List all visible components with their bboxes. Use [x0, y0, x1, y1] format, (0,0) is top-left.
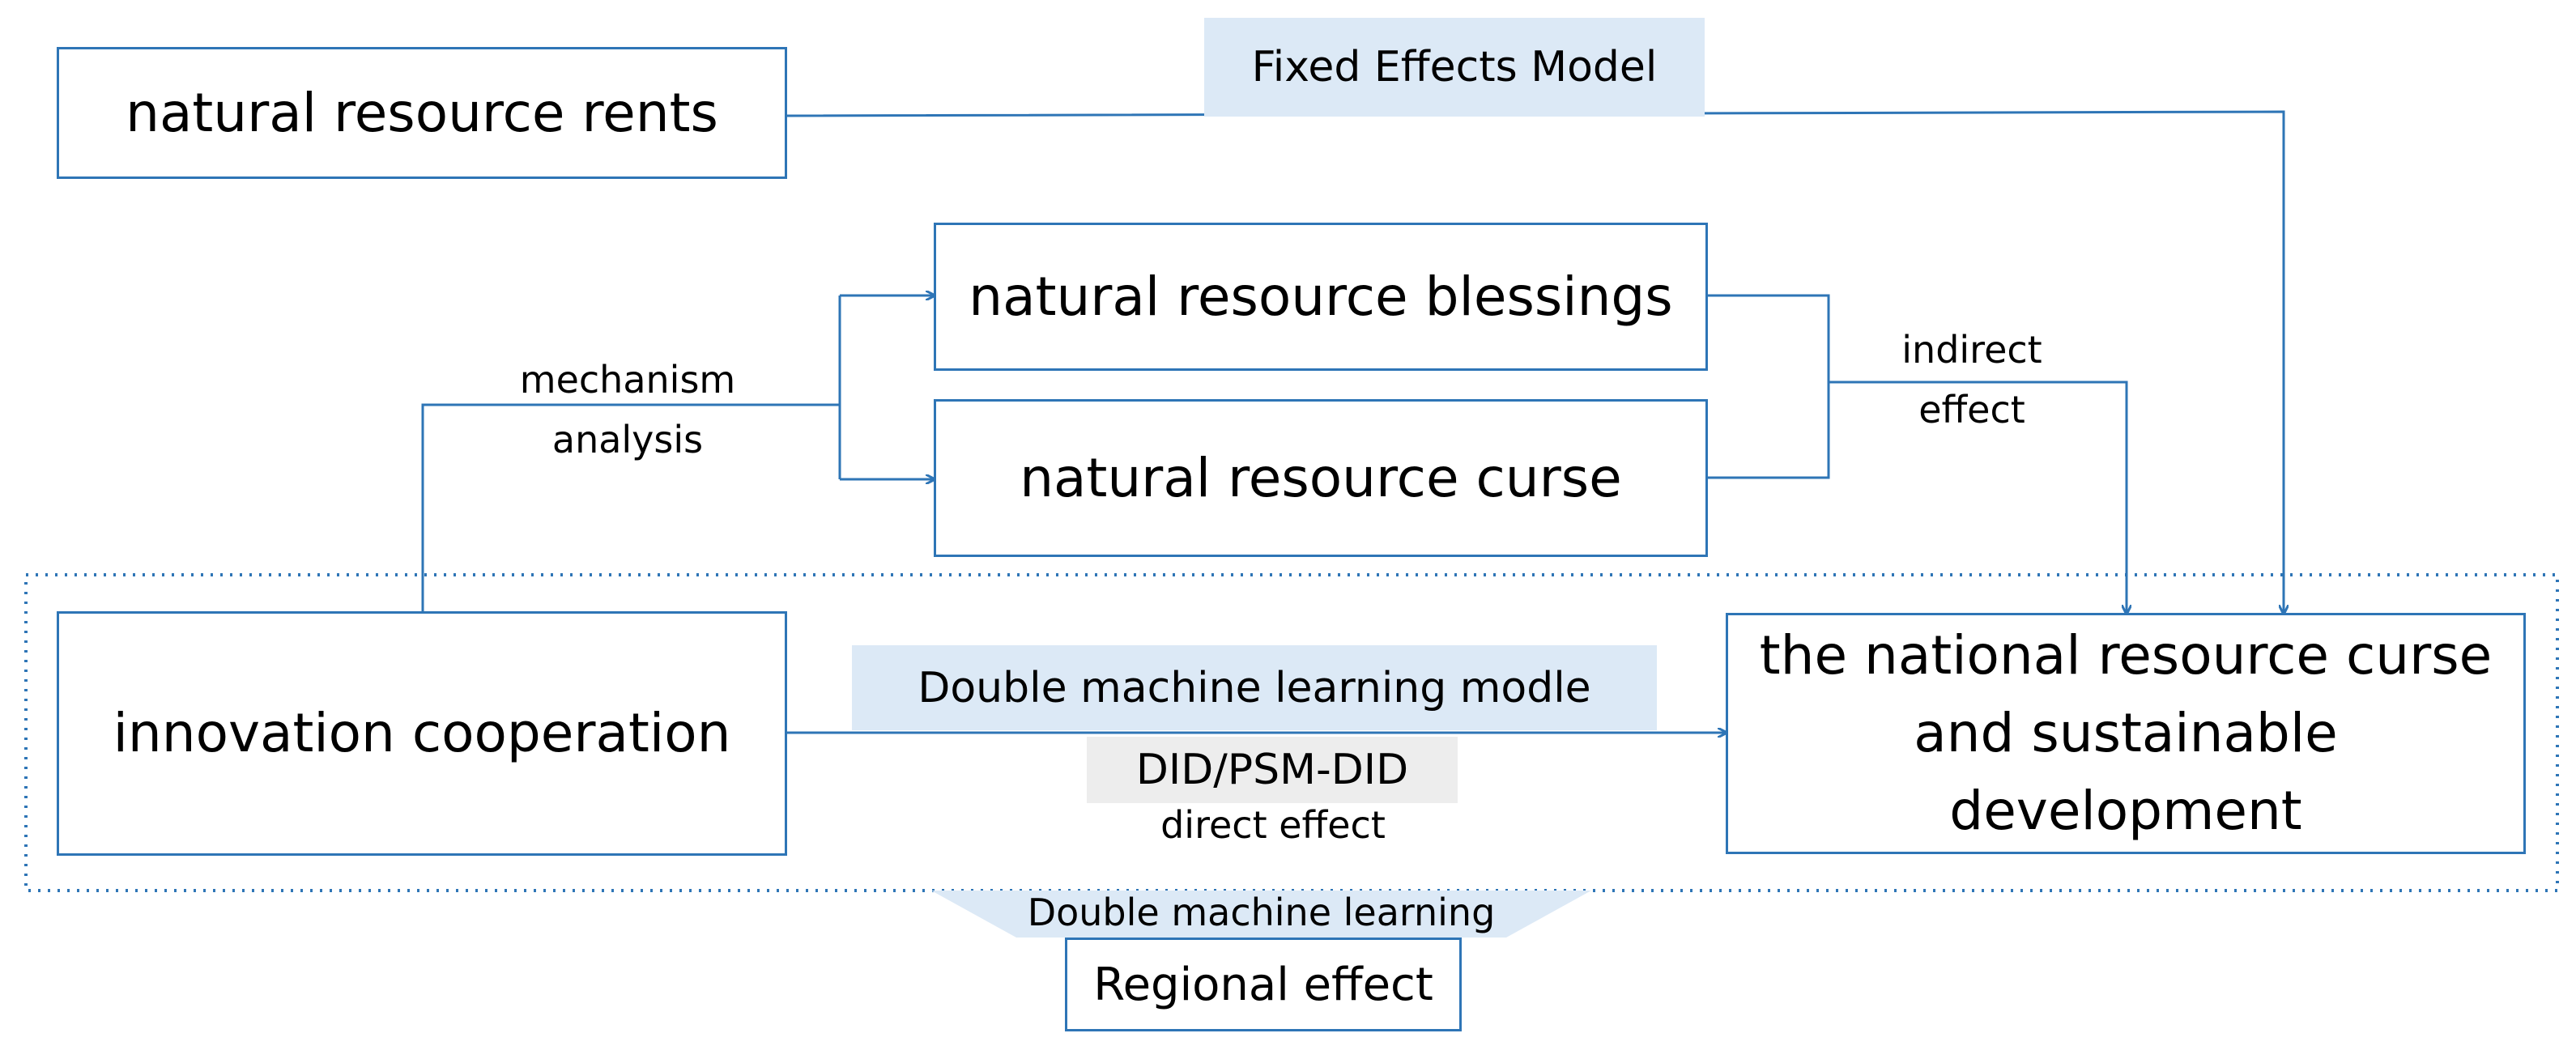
innovation-box: innovation cooperation	[57, 611, 787, 856]
outcome-line-1: the national resource curse	[1759, 624, 2493, 687]
did-tag: DID/PSM-DID	[1087, 737, 1458, 803]
indirect-arrow	[1829, 381, 2127, 613]
blessings-box: natural resource blessings	[934, 223, 1708, 371]
did-label: DID/PSM-DID	[1135, 746, 1409, 794]
fixed-effects-label: Fixed Effects Model	[1251, 43, 1658, 91]
rents-label: natural resource rents	[126, 81, 718, 144]
curse-box: natural resource curse	[934, 399, 1708, 557]
blessings-label: natural resource blessings	[969, 265, 1673, 328]
indirect-effect-label: indirect effect	[1834, 320, 2110, 440]
dml-model-label: Double machine learning modle	[918, 663, 1591, 712]
regional-label: Regional effect	[1093, 958, 1433, 1011]
mechanism-line-1: mechanism	[519, 358, 736, 402]
dml-model-tag: Double machine learning modle	[852, 645, 1657, 730]
mechanism-analysis-label: mechanism analysis	[466, 350, 790, 470]
outcome-line-3: development	[1949, 779, 2302, 842]
outcome-line-2: and sustainable	[1914, 702, 2338, 765]
direct-effect-label: direct effect	[1160, 803, 1386, 847]
curse-label: natural resource curse	[1020, 446, 1622, 509]
mechanism-line-2: analysis	[551, 418, 704, 461]
dml-bottom-label: Double machine learning	[1027, 891, 1496, 934]
rents-box: natural resource rents	[57, 47, 787, 179]
dml-trapezoid	[931, 891, 1591, 938]
regional-box: Regional effect	[1065, 938, 1462, 1031]
indirect-line-1: indirect	[1901, 328, 2042, 372]
fixed-effects-tag: Fixed Effects Model	[1204, 18, 1705, 117]
outcome-box: the national resource curse and sustaina…	[1726, 613, 2526, 854]
mechanism-line	[421, 403, 840, 611]
innovation-label: innovation cooperation	[113, 702, 731, 765]
blessings-out-line	[1708, 294, 1830, 479]
indirect-line-2: effect	[1918, 388, 2025, 432]
